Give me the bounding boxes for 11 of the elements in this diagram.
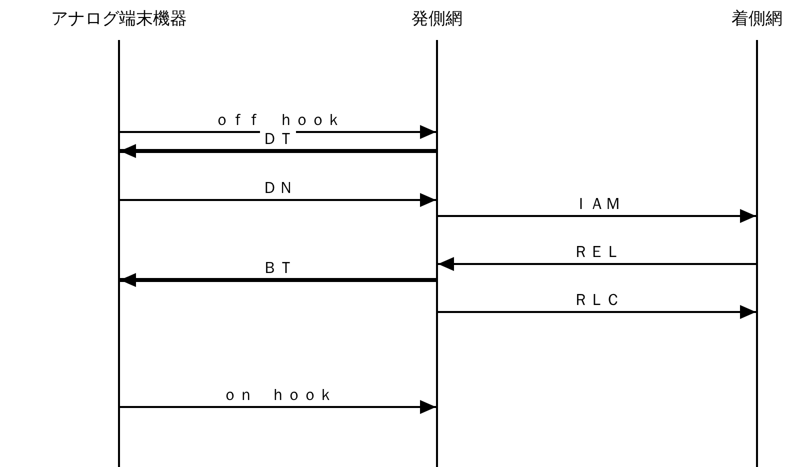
participant-label: 着側網 <box>732 8 782 30</box>
participant-label: 発側網 <box>412 8 462 30</box>
participant-label: アナログ端末機器 <box>51 8 187 30</box>
arrow <box>438 305 756 319</box>
arrow <box>438 257 756 271</box>
arrow <box>120 400 436 414</box>
arrow <box>438 209 756 223</box>
arrow <box>120 193 436 207</box>
arrow <box>120 144 436 158</box>
arrow <box>120 125 436 139</box>
arrow <box>120 273 436 287</box>
